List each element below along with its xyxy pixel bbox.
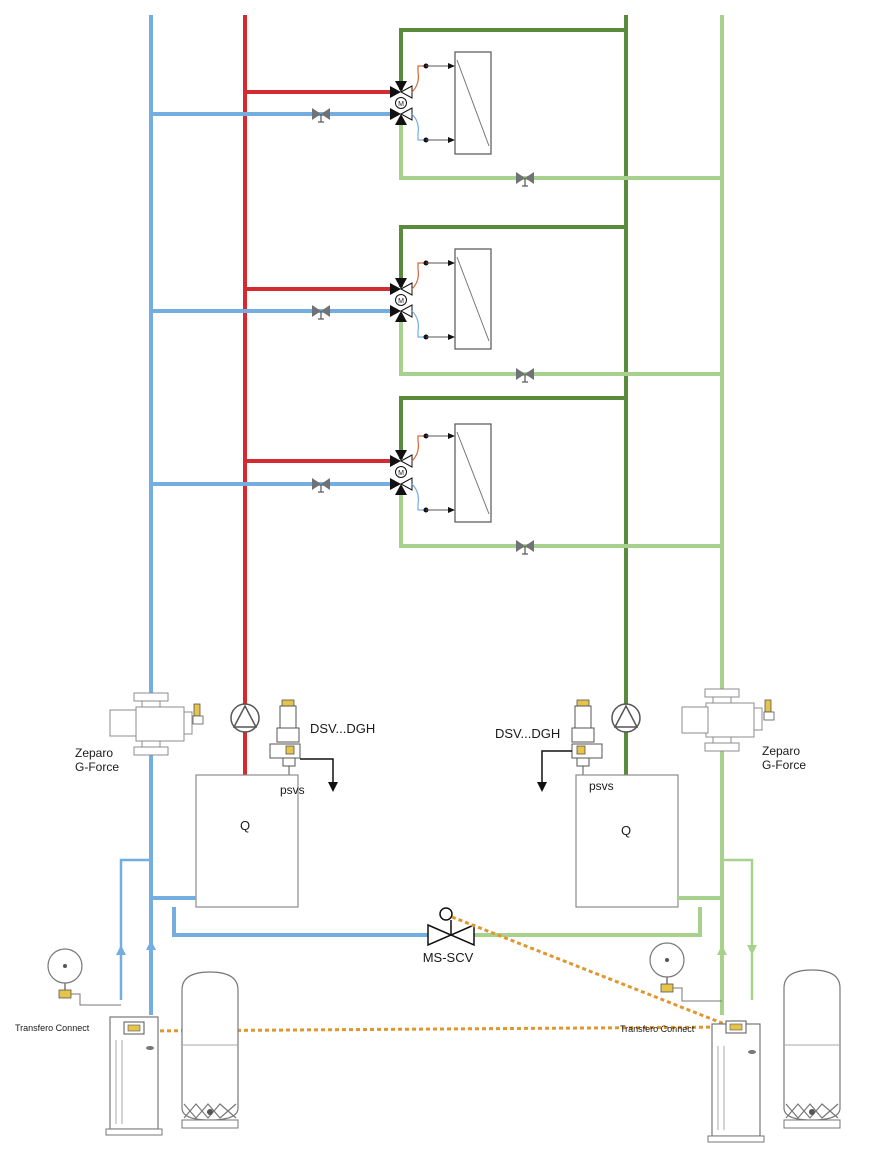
psvs-right-label: psvs <box>589 779 614 793</box>
balancing-valve-icon <box>515 171 535 187</box>
expansion-vessel-icon <box>783 969 841 1129</box>
pipe-bottom-right <box>462 858 757 1000</box>
pump-icon <box>611 703 641 733</box>
zeparo-left-label-1: Zeparo <box>75 746 113 760</box>
q-left-label: Q <box>240 818 250 833</box>
safety-valve-icon <box>537 699 603 792</box>
pipe-bottom-left <box>116 858 440 1000</box>
transfero-left-label: Transfero Connect <box>15 1023 90 1033</box>
consumer-circuit-3: M <box>151 396 722 555</box>
consumer-circuit-2: M <box>151 225 722 383</box>
three-way-motor-valve-icon: M <box>390 278 413 322</box>
signal-line <box>145 915 733 1033</box>
balancing-valve-icon <box>311 477 331 493</box>
consumer-circuit-1: M <box>151 28 722 187</box>
balancing-valve-icon <box>515 539 535 555</box>
zeparo-left-label-2: G-Force <box>75 760 119 774</box>
ms-scv-valve-icon <box>427 907 475 947</box>
heat-exchanger-1 <box>454 51 492 155</box>
pressure-gauge-icon <box>47 948 121 1006</box>
transfero-unit-left <box>105 1016 163 1136</box>
transfero-unit-right <box>707 1020 765 1143</box>
pressure-gauge-icon <box>649 942 722 1002</box>
zeparo-separator-right <box>681 688 775 752</box>
heat-generator-right <box>575 774 679 908</box>
three-way-motor-valve-icon: M <box>390 81 413 125</box>
transfero-right-label: Transfero Connect <box>620 1024 695 1034</box>
ms-scv-label: MS-SCV <box>423 950 474 965</box>
motor-label: M <box>398 101 404 108</box>
zeparo-separator-left <box>109 692 204 756</box>
balancing-valve-icon <box>515 367 535 383</box>
pump-icon <box>230 703 260 733</box>
zeparo-right-label-2: G-Force <box>762 758 806 772</box>
heat-generator-left <box>195 774 299 908</box>
q-right-label: Q <box>621 823 631 838</box>
heat-exchanger-3 <box>454 423 492 523</box>
safety-valve-icon <box>269 699 338 792</box>
psvs-left-label: psvs <box>280 783 305 797</box>
balancing-valve-icon <box>311 304 331 320</box>
balancing-valve-icon <box>311 107 331 123</box>
heat-exchanger-2 <box>454 248 492 350</box>
expansion-vessel-icon <box>181 971 239 1129</box>
motor-label: M <box>398 298 404 305</box>
three-way-motor-valve-icon: M <box>390 450 413 495</box>
dsv-left-label: DSV...DGH <box>310 721 375 736</box>
zeparo-right-label-1: Zeparo <box>762 744 800 758</box>
dsv-right-label: DSV...DGH <box>495 726 560 741</box>
motor-label: M <box>398 470 404 477</box>
